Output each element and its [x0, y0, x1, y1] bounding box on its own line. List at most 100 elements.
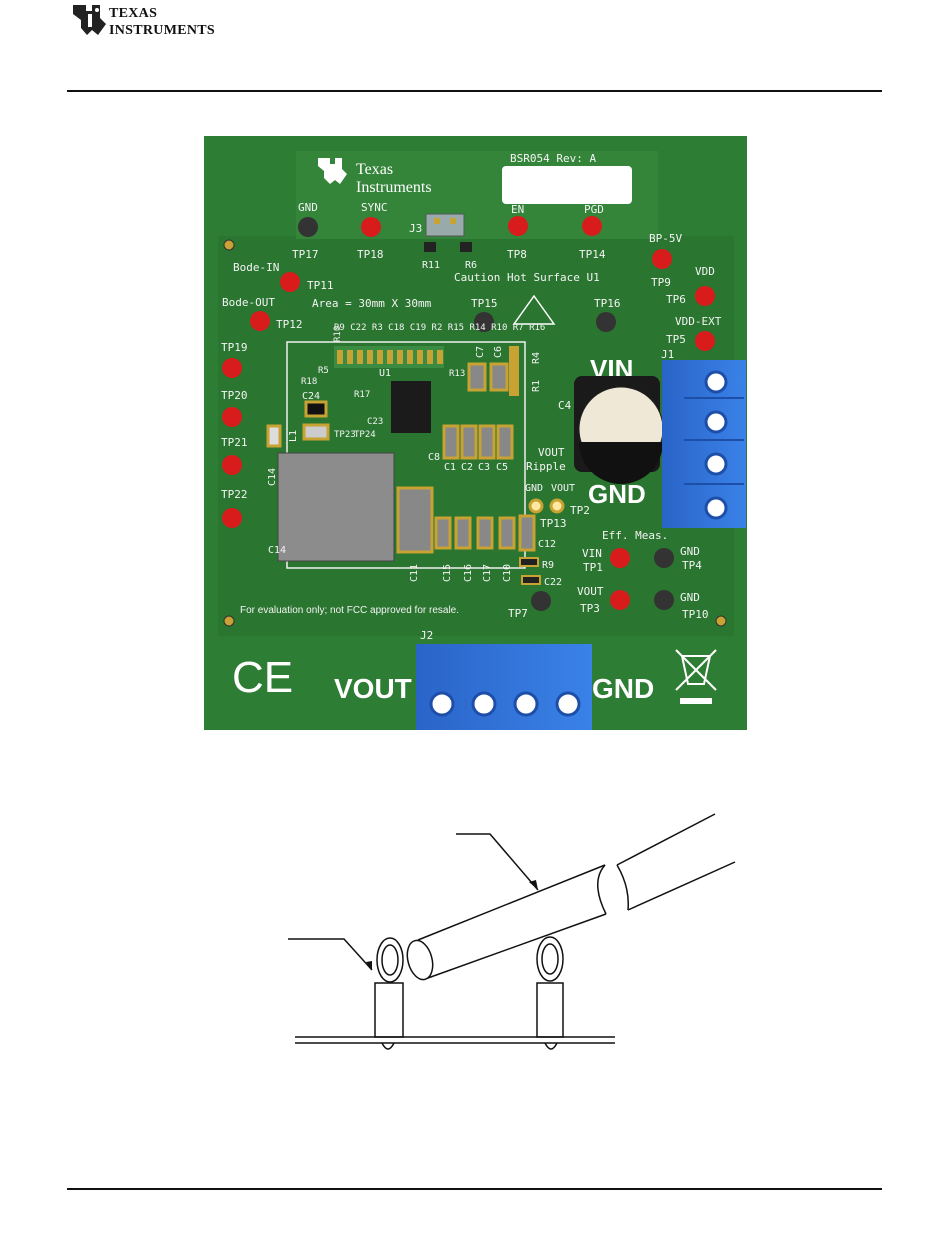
label-box — [502, 166, 632, 204]
vout-small: VOUT — [551, 483, 575, 494]
tp9-dot — [652, 249, 672, 269]
area-text: Area = 30mm X 30mm — [312, 297, 432, 310]
tp20-dot — [222, 407, 242, 427]
tp12-dot — [250, 311, 270, 331]
tp1-id: TP1 — [583, 561, 603, 574]
tp7-id: TP7 — [508, 607, 528, 620]
eff-meas: Eff. Meas. — [602, 529, 668, 542]
r5-label: R17 — [354, 390, 370, 400]
tp16-dot — [596, 312, 616, 332]
c3-label: C3 — [478, 462, 490, 473]
r11-label: R11 — [422, 260, 440, 271]
c2-label: C2 — [461, 462, 473, 473]
tp12-name: Bode-OUT — [222, 296, 275, 309]
board-logo-line2: Instruments — [356, 179, 432, 196]
vout-label: VOUT — [334, 673, 412, 704]
l1-label: C14 — [268, 545, 286, 556]
l1-inductor — [277, 452, 395, 562]
ce-mark: CE — [232, 653, 293, 702]
c8-label: C8 — [428, 452, 440, 463]
tp3-id: TP3 — [580, 602, 600, 615]
tp21-dot — [222, 455, 242, 475]
tp5-name: VDD-EXT — [675, 315, 722, 328]
tp13-id: TP13 — [540, 517, 567, 530]
mount-hole — [715, 615, 727, 627]
tp6-dot — [695, 286, 715, 306]
c14-cap — [396, 486, 434, 554]
board-logo-line1: Texas — [356, 161, 393, 178]
tp23-label: L1 — [288, 430, 299, 442]
c16-label: C10 — [502, 564, 513, 582]
board-rev: BSR054 Rev: A — [510, 152, 596, 165]
c7-label: C7 — [475, 346, 486, 358]
tp12-id: TP12 — [276, 318, 303, 331]
tp14-id: TP14 — [579, 248, 606, 261]
j1-label: J1 — [661, 348, 674, 361]
tp7-dot — [531, 591, 551, 611]
c17-label: C12 — [538, 539, 556, 550]
disclaimer: For evaluation only; not FCC approved fo… — [240, 605, 459, 616]
ti-logo-icon — [73, 5, 106, 35]
header-rule — [67, 90, 882, 92]
tp3-dot — [610, 590, 630, 610]
tp1-dot — [610, 548, 630, 568]
tp22-id: TP22 — [221, 488, 248, 501]
tp2-id: TP2 — [570, 504, 590, 517]
tp6-id: TP6 — [666, 293, 686, 306]
c11-label: C16 — [463, 564, 474, 582]
footer-rule — [67, 1188, 882, 1190]
tp15-id: TP15 — [471, 297, 498, 310]
tp17-id: TP17 — [292, 248, 319, 261]
tp18-id: TP18 — [357, 248, 384, 261]
u1-label: U1 — [379, 368, 391, 379]
c5-label: C5 — [496, 462, 508, 473]
tp10-name: GND — [680, 591, 700, 604]
tp11-dot — [280, 272, 300, 292]
r1-label: R1 — [531, 380, 542, 392]
c10-label: R9 — [542, 560, 554, 571]
tp10-id: TP10 — [682, 608, 709, 621]
tp4-id: TP4 — [682, 559, 702, 572]
tp11-id: TP11 — [307, 279, 334, 292]
tp20-id: TP20 — [221, 389, 248, 402]
tp17-dot — [298, 217, 318, 237]
tp10-dot — [654, 590, 674, 610]
tp14-dot — [582, 216, 602, 236]
tp8-dot — [508, 216, 528, 236]
c14-label: C11 — [409, 564, 420, 582]
tp6-name: VDD — [695, 265, 715, 278]
c15-label: C17 — [482, 564, 493, 582]
tp9-id: TP9 — [651, 276, 671, 289]
weee-bin-icon — [675, 649, 717, 691]
vout-ripple-1: VOUT — [538, 446, 565, 459]
tp11-name: Bode-IN — [233, 261, 279, 274]
tp9-name: BP-5V — [649, 232, 682, 245]
brand-line-1: Texas — [109, 6, 158, 21]
tp4-name: GND — [680, 545, 700, 558]
tp18-name: SYNC — [361, 201, 388, 214]
r9-label: R10 — [333, 326, 343, 342]
c12-label: C22 — [544, 577, 562, 588]
brand-line-2: Instruments — [109, 23, 215, 38]
j2-terminal — [416, 644, 592, 730]
r18-label: C24 — [302, 391, 320, 402]
tp4-dot — [654, 548, 674, 568]
tp8-name: EN — [511, 203, 524, 216]
tp19-id: TP19 — [221, 341, 248, 354]
j3-label: J3 — [409, 222, 422, 235]
c6-label: C6 — [493, 346, 504, 358]
c1-label: C1 — [444, 462, 456, 473]
r9-c22-group: R9 C22 R3 C18 C19 R2 R15 R14 R10 R7 R16 — [334, 323, 545, 333]
hot-surface-icon — [512, 294, 556, 325]
probe-drawing — [288, 813, 736, 1050]
board-ti-logo-icon — [318, 158, 347, 184]
j1-terminal — [662, 360, 746, 528]
tp24-label: C14 — [267, 468, 278, 486]
ti-wordmark: Texas Instruments — [109, 5, 215, 39]
r6-label: R6 — [465, 260, 477, 271]
gnd-small: GND — [525, 483, 543, 494]
u1-chip — [391, 381, 431, 433]
tp1-name: VIN — [582, 547, 602, 560]
tp22-dot — [222, 508, 242, 528]
tp16-id: TP16 — [594, 297, 621, 310]
